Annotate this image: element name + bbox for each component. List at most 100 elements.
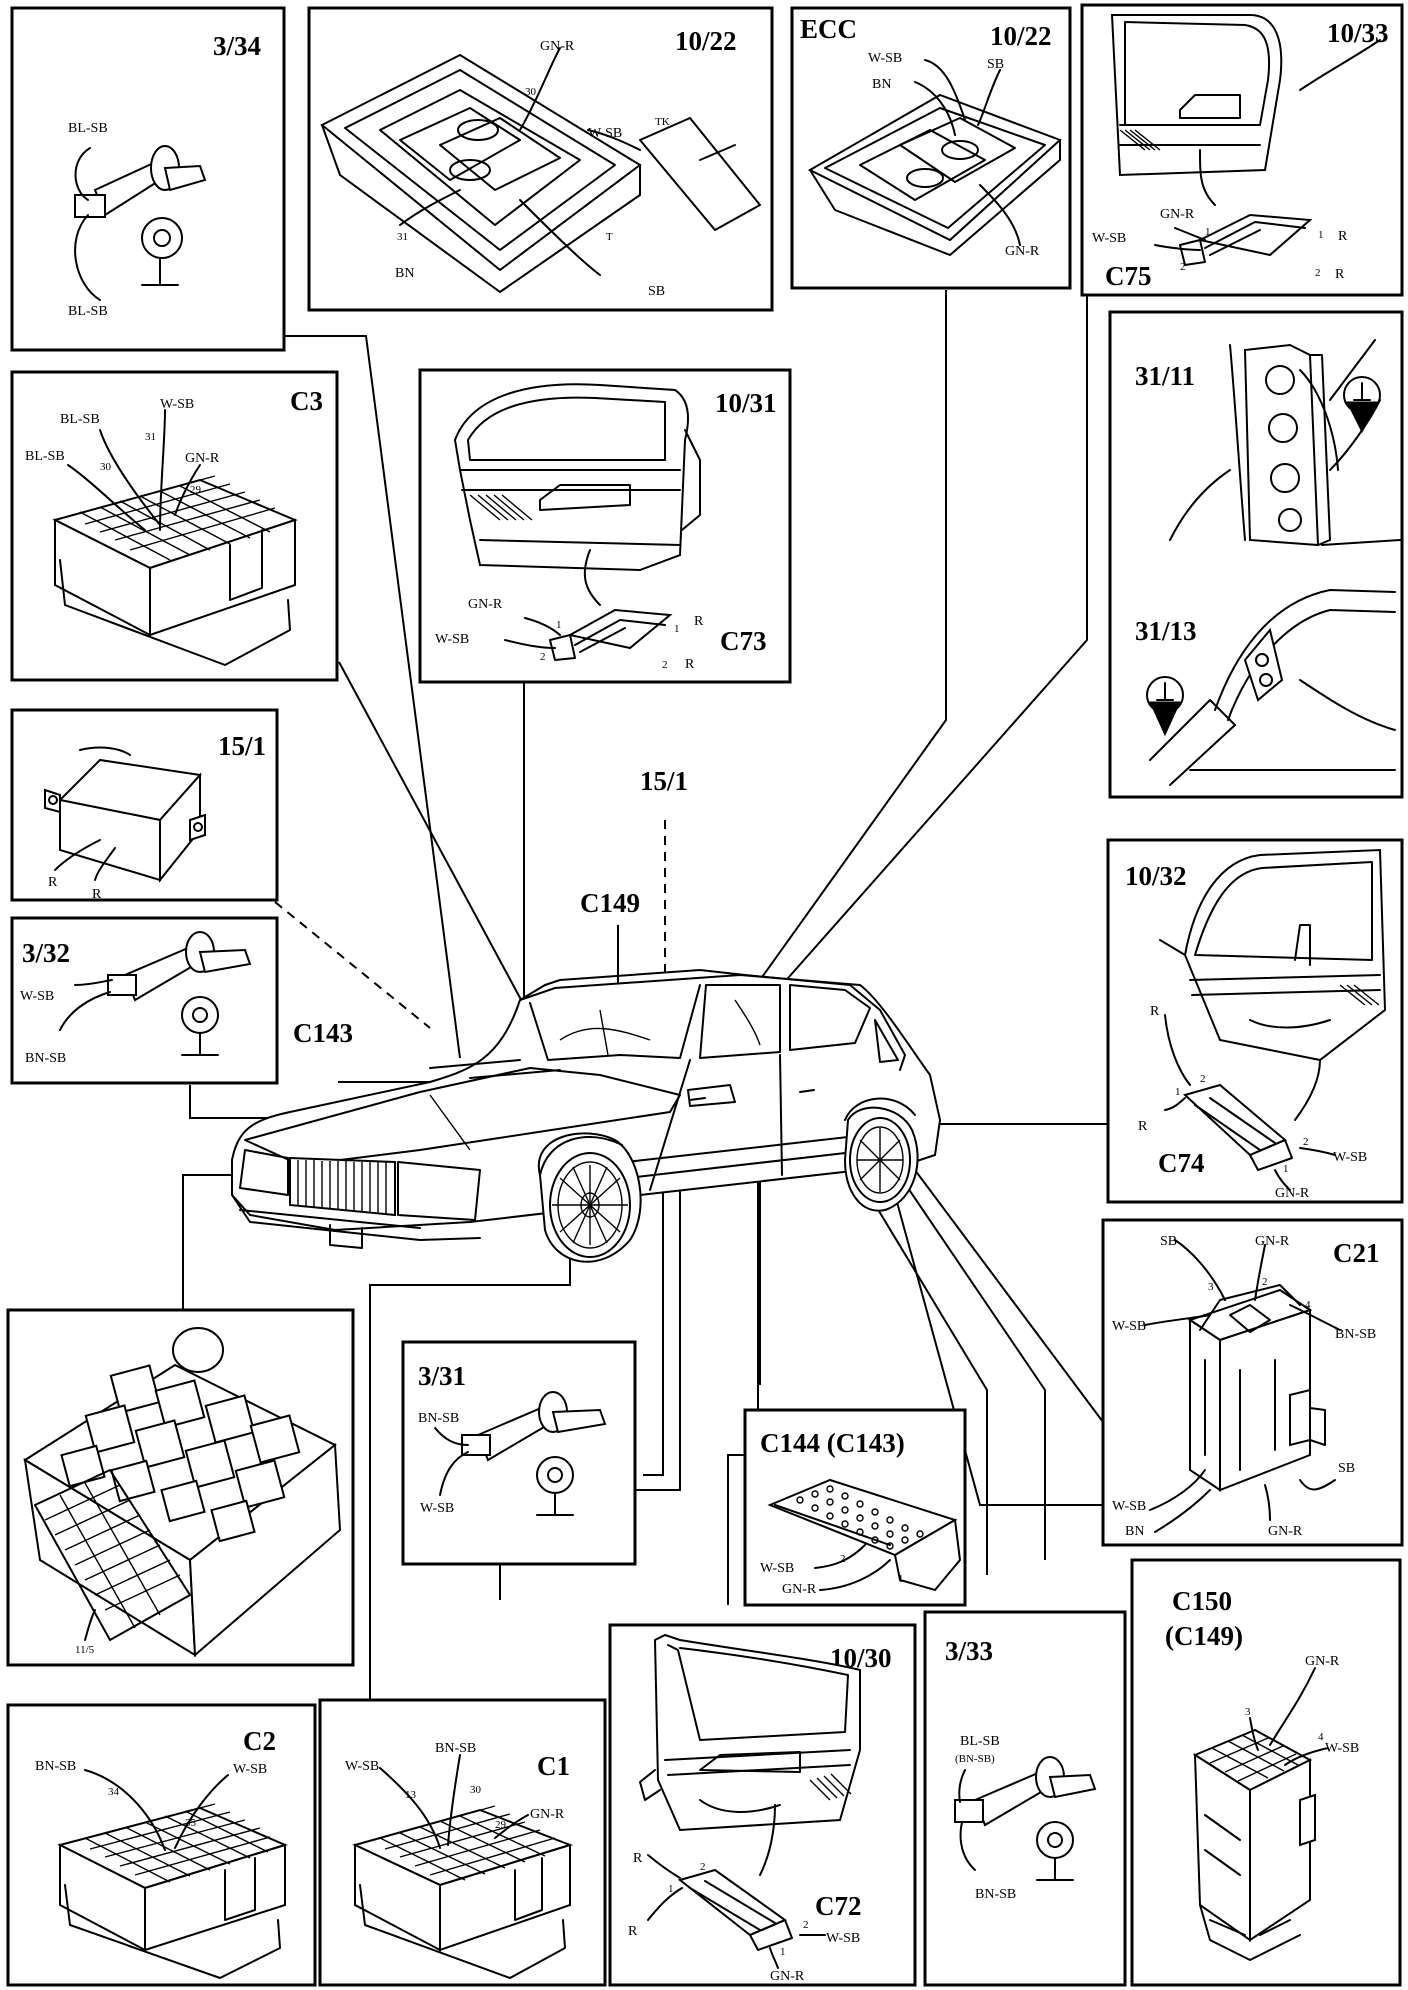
connector-c74-icon [1183,1083,1293,1171]
panel-title: C3 [290,386,323,416]
svg-text:W-SB: W-SB [588,126,622,141]
svg-text:2: 2 [1315,267,1321,279]
svg-text:GN-R: GN-R [530,1807,565,1822]
svg-text:(BN-SB): (BN-SB) [955,1753,995,1765]
svg-text:W-SB: W-SB [1112,1499,1146,1514]
svg-text:3: 3 [1208,1281,1214,1293]
panel-3-31: 3/31 BN-SB W-SB [401,1340,637,1566]
svg-text:W-SB: W-SB [1112,1319,1146,1334]
svg-text:GN-R: GN-R [540,39,575,54]
svg-text:BN-SB: BN-SB [435,1741,476,1756]
svg-text:R: R [628,1924,638,1939]
svg-text:2: 2 [540,651,546,663]
svg-text:1: 1 [1283,1163,1289,1175]
panel-c2: C2 BN-SB W-SB 34 35 [6,1703,317,1987]
panel-title: 10/22 [675,26,737,56]
svg-text:SB: SB [987,57,1004,72]
svg-text:11/5: 11/5 [75,1644,95,1656]
panel-title: C21 [1333,1238,1380,1268]
panel-31-11-31-13: 31/11 31/13 [1108,310,1404,799]
rear-body-icon [1149,589,1396,786]
ground-symbol-icon [1343,376,1381,434]
svg-text:GN-R: GN-R [1305,1654,1340,1669]
panel-subtitle: ECC [800,14,857,44]
svg-text:2: 2 [1200,1073,1206,1085]
svg-text:SB: SB [1160,1234,1177,1249]
ground-symbol-icon [1146,676,1184,737]
svg-text:BL-SB: BL-SB [25,449,65,464]
svg-text:W-SB: W-SB [345,1759,379,1774]
panel-c21: C21 SB GN-R 3 2 W-SB 4 BN-SB W-SB SB BN … [1101,1218,1404,1547]
svg-text:29: 29 [495,1819,507,1831]
svg-text:W-SB: W-SB [1325,1741,1359,1756]
panel-title: C144 (C143) [760,1428,905,1458]
front-door-icon [639,1633,861,1876]
rear-door-icon [1159,848,1387,1121]
panel-10-30: 10/30 C72 R 2 1 R 2 W-SB 1 GN-R [608,1623,917,1987]
svg-text:4: 4 [1318,1731,1324,1743]
panel-10-32: 10/32 C74 R 2 1 R 2 W-SB 1 GN-R [1106,838,1404,1204]
svg-text:2: 2 [840,1553,846,1565]
panel-title-2: 31/13 [1135,616,1197,646]
switch-icon [74,145,207,301]
panel-10-33: 10/33 C75 GN-R W-SB 1 2 1 R 2 R [1080,3,1404,297]
svg-text:BN-SB: BN-SB [1335,1327,1376,1342]
panel-title: C150 [1172,1586,1232,1616]
panel-title: 10/33 [1327,18,1389,48]
svg-text:R: R [633,1851,643,1866]
svg-text:30: 30 [470,1784,482,1796]
svg-text:W-SB: W-SB [760,1561,794,1576]
car-label-15-1: 15/1 [640,766,688,796]
svg-text:1: 1 [674,623,680,635]
svg-text:R: R [1338,229,1348,244]
svg-text:30: 30 [100,461,112,473]
panel-title: 31/11 [1135,361,1195,391]
svg-text:R: R [685,657,695,672]
connector-c75-icon [1179,213,1313,266]
connector-block-icon [52,475,298,666]
front-door-icon [453,383,701,606]
svg-text:SB: SB [1338,1461,1355,1476]
panel-title: 3/34 [213,31,261,61]
connector-block-icon [57,1803,288,1979]
panel-3-34: 3/34 BL-SB BL-SB [10,6,286,352]
switch-icon [461,1391,607,1516]
panel-10-22-ecc: 10/22 ECC W-SB BN SB GN-R [790,6,1072,290]
lamp-housing-icon [320,53,761,293]
svg-text:34: 34 [108,1786,120,1798]
connector-housing-icon [1187,1284,1326,1492]
svg-text:T: T [606,231,613,243]
connector-label: C72 [815,1891,862,1921]
svg-text:31: 31 [397,231,408,243]
switch-icon [954,1756,1097,1881]
svg-text:1: 1 [780,1946,786,1958]
car-label-c143: C143 [293,1018,353,1048]
panel-c144: C144 (C143) W-SB 2 GN-R 1 [743,1408,967,1607]
svg-text:W-SB: W-SB [826,1931,860,1946]
panel-10-31: 10/31 C73 GN-R 1 W-SB 2 1 R 2 R [418,368,792,684]
panel-title: C2 [243,1726,276,1756]
svg-text:1: 1 [668,1883,674,1895]
panel-title: 3/31 [418,1361,466,1391]
svg-text:BL-SB: BL-SB [60,412,100,427]
svg-text:BN-SB: BN-SB [418,1411,459,1426]
svg-text:30: 30 [525,86,537,98]
svg-text:BN-SB: BN-SB [25,1051,66,1066]
svg-text:GN-R: GN-R [185,451,220,466]
svg-text:BN-SB: BN-SB [35,1759,76,1774]
svg-text:2: 2 [700,1861,706,1873]
svg-text:BL-SB: BL-SB [68,121,108,136]
svg-text:BN: BN [395,266,414,281]
lamp-housing-icon [807,93,1062,256]
car-label-c149: C149 [580,888,640,918]
svg-text:SB: SB [648,284,665,299]
svg-text:13: 13 [405,1789,417,1801]
svg-text:BL-SB: BL-SB [68,304,108,319]
svg-text:W-SB: W-SB [1333,1150,1367,1165]
connector-label: C74 [1158,1148,1205,1178]
svg-text:1: 1 [1318,229,1324,241]
svg-text:BN: BN [1125,1524,1144,1539]
panel-subtitle: (C149) [1165,1621,1243,1651]
svg-text:BL-SB: BL-SB [960,1734,1000,1749]
